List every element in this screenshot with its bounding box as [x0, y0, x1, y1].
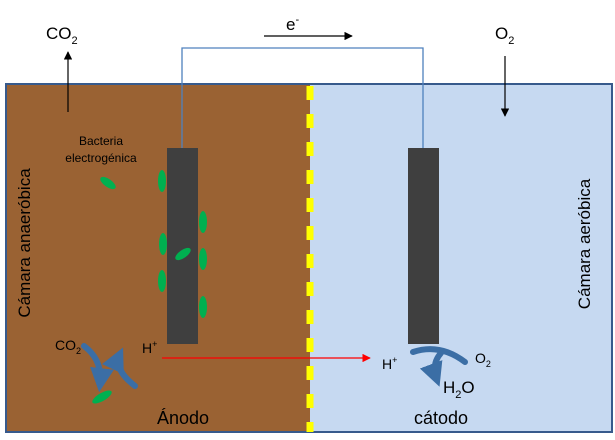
aerobic-chamber-label: Cámara aeróbica: [575, 178, 594, 309]
bacterium: [158, 170, 166, 192]
bacteria-group: [92, 170, 207, 404]
anode-reaction-arrows: [81, 343, 138, 393]
bacteria-label-line1: Bacteria: [79, 134, 123, 148]
h2o-label: H2O: [443, 378, 475, 401]
anode-label: Ánodo: [157, 408, 209, 428]
co2-top-label: CO2: [46, 24, 78, 47]
electron-label: e-: [286, 14, 299, 34]
o2-top-label: O2: [495, 24, 514, 47]
o2-inner-label: O2: [475, 350, 491, 369]
bacterium: [159, 233, 167, 255]
bacterium: [199, 296, 207, 318]
external-wire: [181, 47, 424, 150]
aerobic-chamber: [310, 84, 612, 432]
bacterium: [158, 270, 166, 292]
h-plus-left-label: H+: [142, 339, 157, 356]
cathode-reaction-arrow: [410, 346, 468, 380]
bacterium: [175, 247, 191, 261]
h-plus-right-label: H+: [382, 355, 397, 372]
bacterium: [199, 211, 207, 233]
bacteria-label-line2: electrogénica: [65, 151, 137, 165]
anaerobic-chamber-label: Cámara anaeróbica: [15, 168, 34, 318]
anaerobic-chamber: [6, 84, 310, 432]
bacterium: [92, 390, 112, 404]
cathode-label: cátodo: [414, 408, 468, 428]
bacterium: [100, 176, 116, 190]
cathode-electrode: [408, 148, 439, 344]
bacterium: [199, 248, 207, 270]
anode-electrode: [167, 148, 198, 344]
co2-inner-label: CO2: [55, 337, 81, 356]
